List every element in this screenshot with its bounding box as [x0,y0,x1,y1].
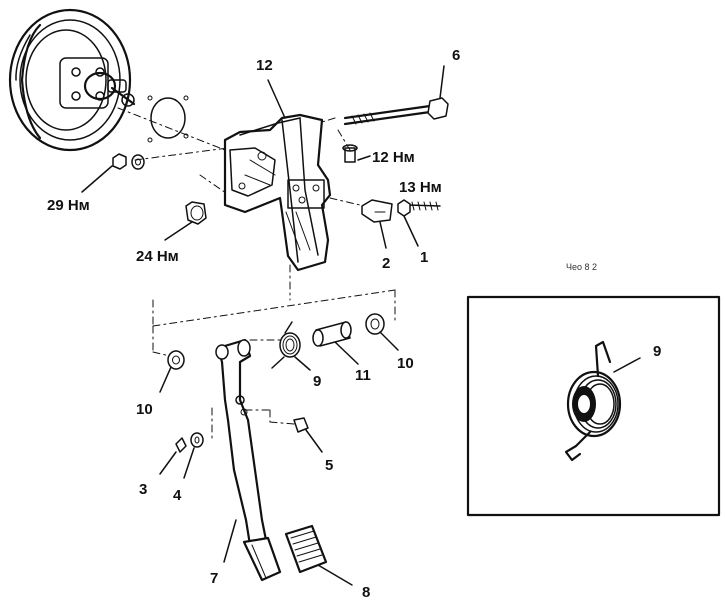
label-10-left: 10 [136,401,153,418]
label-9-inset: 9 [653,343,661,360]
label-4: 4 [173,487,182,504]
inset-frame [466,295,721,517]
bushing-right [365,313,399,351]
label-6: 6 [452,47,460,64]
leader-6 [439,65,445,99]
booster-gasket [147,95,189,143]
brake-pedal-arm [215,338,282,582]
bushing-left [159,350,185,393]
pivot-collar [312,321,359,365]
label-1: 1 [420,249,428,266]
label-12: 12 [256,57,273,74]
label-7: 7 [210,570,218,587]
inset-detail [466,295,721,517]
label-5: 5 [325,457,333,474]
label-2: 2 [382,255,390,272]
label-3: 3 [139,481,147,498]
pedal-pad [284,524,353,586]
torque-12: 12 Нм [372,149,415,166]
bracket-bolt [337,129,371,163]
inset-spring [564,340,641,462]
torque-29: 29 Нм [47,197,90,214]
leader-lines-pedal [152,264,396,439]
booster-nut [81,153,145,193]
pivot-bolt [321,97,449,126]
pedal-bracket [223,113,332,272]
torque-24: 24 Нм [136,248,179,265]
clip-washer [159,432,204,479]
inset-caption: Чео 8 2 [566,262,597,272]
label-10-right: 10 [397,355,414,372]
return-spring [271,321,311,371]
label-11: 11 [355,367,371,384]
brake-booster [8,8,136,152]
bracket-nut [164,201,207,241]
torque-13: 13 Нм [399,179,442,196]
clevis-pin [269,417,323,453]
leader-12 [267,79,286,119]
label-8: 8 [362,584,370,601]
leader-lines-booster [117,107,237,201]
stop-light-switch [329,197,441,249]
label-9: 9 [313,373,321,390]
